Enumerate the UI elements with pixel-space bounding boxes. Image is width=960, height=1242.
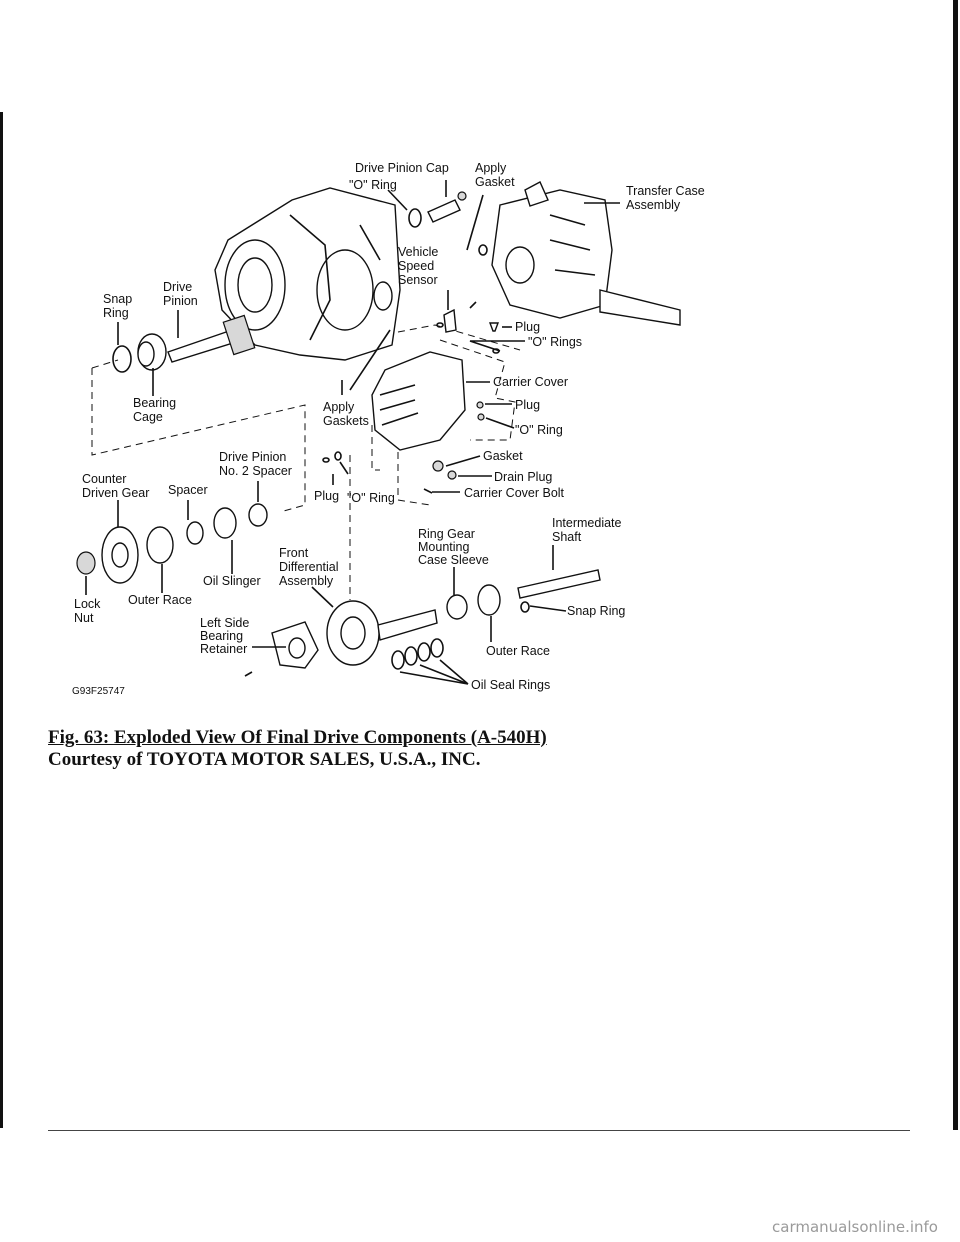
label-front-diff-2: Differential [279,560,339,574]
label-transfer-case-2: Assembly [626,198,681,212]
label-o-ring-low: "O" Ring [347,491,395,505]
label-ring-gear-sleeve-2: Mounting [418,540,469,554]
label-bearing-cage-2: Cage [133,410,163,424]
label-front-diff-3: Assembly [279,574,334,588]
label-o-ring-mid: "O" Ring [515,423,563,437]
caption-title: Fig. 63: Exploded View Of Final Drive Co… [48,727,547,748]
label-apply-gaskets-2: Gaskets [323,414,369,428]
page-edge-right [953,0,958,1130]
label-vss-3: Sensor [398,273,438,287]
label-drive-pinion-spacer-2: No. 2 Spacer [219,464,292,478]
label-drive-pinion-1: Drive [163,280,192,294]
footer-divider [48,1130,910,1131]
label-outer-race-left: Outer Race [128,593,192,607]
label-lock-nut-1: Lock [74,597,101,611]
label-apply-gasket-1: Apply [475,161,507,175]
label-ring-gear-sleeve-3: Case Sleeve [418,553,489,567]
figure-code: G93F25747 [72,686,125,697]
label-outer-race-right: Outer Race [486,644,550,658]
label-snap-ring-2: Ring [103,306,129,320]
label-o-ring-top: "O" Ring [349,178,397,192]
label-plug-top: Plug [515,320,540,334]
label-carrier-cover: Carrier Cover [493,375,568,389]
watermark-text: carmanualsonline.info [772,1218,938,1236]
label-ring-gear-sleeve-1: Ring Gear [418,527,475,541]
transfer-case-drawing [491,181,681,326]
label-bearing-cage-1: Bearing [133,396,176,410]
label-left-side-retainer-1: Left Side [200,616,249,630]
caption-credit: Courtesy of TOYOTA MOTOR SALES, U.S.A., … [48,749,481,770]
label-carrier-cover-bolt: Carrier Cover Bolt [464,486,565,500]
label-drain-plug: Drain Plug [494,470,552,484]
label-counter-driven-gear-1: Counter [82,472,126,486]
label-snap-ring-right: Snap Ring [567,604,625,618]
label-oil-seal-rings: Oil Seal Rings [471,678,550,692]
label-front-diff-1: Front [279,546,309,560]
label-intermediate-shaft-2: Shaft [552,530,582,544]
exploded-view-diagram: Drive Pinion Cap "O" Ring Apply Gasket T… [72,161,705,697]
carrier-cover-drawing [371,351,485,494]
label-o-rings: "O" Rings [528,335,582,349]
label-drive-pinion-cap: Drive Pinion Cap [355,161,449,175]
label-lock-nut-2: Nut [74,611,94,625]
label-left-side-retainer-3: Retainer [200,642,247,656]
label-oil-slinger: Oil Slinger [203,574,261,588]
counter-driven-gear-group [76,451,342,584]
label-counter-driven-gear-2: Driven Gear [82,486,149,500]
label-drive-pinion-2: Pinion [163,294,198,308]
label-transfer-case-1: Transfer Case [626,184,705,198]
drive-pinion-drawing [167,314,256,363]
part-labels: Drive Pinion Cap "O" Ring Apply Gasket T… [72,161,705,697]
snap-ring-and-bearing-cage [112,333,167,373]
transaxle-case-drawing [214,187,401,361]
label-apply-gasket-2: Gasket [475,175,515,189]
page-edge-left [0,112,3,1128]
front-differential-group [244,569,601,677]
assembly-guide-lines [91,324,521,600]
small-parts [436,301,500,354]
drive-pinion-cap-and-o-ring [408,191,488,256]
label-plug-mid: Plug [515,398,540,412]
label-left-side-retainer-2: Bearing [200,629,243,643]
label-gasket: Gasket [483,449,523,463]
label-drive-pinion-spacer-1: Drive Pinion [219,450,286,464]
label-snap-ring-1: Snap [103,292,132,306]
label-intermediate-shaft-1: Intermediate [552,516,622,530]
label-vss-1: Vehicle [398,245,438,259]
figure-caption: Fig. 63: Exploded View Of Final Drive Co… [48,727,547,771]
label-vss-2: Speed [398,259,434,273]
label-plug-low: Plug [314,489,339,503]
label-apply-gaskets-1: Apply [323,400,355,414]
leader-lines [85,180,620,685]
label-spacer: Spacer [168,483,208,497]
